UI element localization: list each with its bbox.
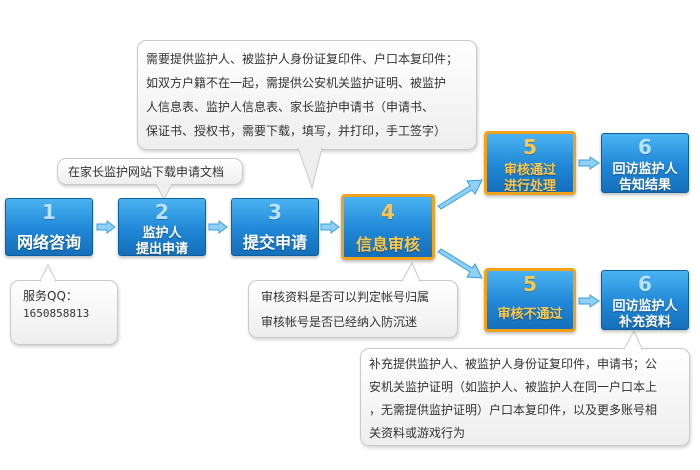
step-6a-label-line-2: 告知结果 <box>618 178 671 193</box>
service-qq-number: 1650858813 <box>23 307 90 320</box>
step-6a-label-line-1: 回访监护人 <box>612 162 678 177</box>
step-6-notify-result: 6 回访监护人 告知结果 <box>601 133 689 193</box>
step-1-number: 1 <box>42 200 56 224</box>
supplement-line-2: 安机关监护证明（如监护人、被监护人在同一户口本上 <box>369 380 658 394</box>
requirements-line-1: 需要提供监护人、被监护人身份证复印件、户口本复印件； <box>146 52 459 66</box>
requirements-note: 需要提供监护人、被监护人身份证复印件、户口本复印件； 如双方户籍不在一起，需提供… <box>137 40 477 150</box>
step-1-online-consult: 1 网络咨询 <box>5 198 93 256</box>
step-4-info-review: 4 信息审核 <box>341 194 435 260</box>
step-4-number: 4 <box>381 200 395 224</box>
service-qq-label: 服务QQ： <box>23 289 78 303</box>
step-6b-label-line-2: 补充资料 <box>618 315 671 330</box>
step-5a-label-line-1: 审核通过 <box>503 163 556 178</box>
supplement-note: 补充提供监护人、被监护人身份证复印件，申请书；公 安机关监护证明（如监护人、被监… <box>360 348 690 446</box>
arrow-1-to-2-icon <box>96 220 116 234</box>
requirements-line-2: 如双方户籍不在一起，需提供公安机关监护证明、被监护 <box>146 76 447 90</box>
review-criteria-note-tail <box>401 262 421 282</box>
step-5-rejected: 5 审核不通过 <box>484 268 576 332</box>
step-6b-label-line-1: 回访监护人 <box>612 299 678 314</box>
supplement-line-1: 补充提供监护人、被监护人身份证复印件，申请书；公 <box>369 357 658 371</box>
arrow-2-to-3-icon <box>208 220 228 234</box>
supplement-note-tail <box>623 330 643 350</box>
step-5-approved: 5 审核通过 进行处理 <box>484 131 576 195</box>
requirements-note-tail <box>297 148 323 190</box>
review-criteria-note: 审核资料是否可以判定帐号归属 审核帐号是否已经纳入防沉迷 <box>248 280 458 338</box>
supplement-line-3: ，无需提供监护证明）户口本复印件，以及更多账号相 <box>369 403 658 417</box>
arrow-4-to-approved-icon <box>436 174 486 210</box>
step-5a-label-line-2: 进行处理 <box>503 179 556 194</box>
step-6b-number: 6 <box>638 272 652 296</box>
step-5a-number: 5 <box>523 135 537 159</box>
step-3-submit: 3 提交申请 <box>231 198 319 256</box>
step-5b-number: 5 <box>523 272 537 296</box>
download-note: 在家长监护网站下载申请文档 <box>57 158 243 185</box>
download-note-text: 在家长监护网站下载申请文档 <box>68 165 225 179</box>
step-6-supplement: 6 回访监护人 补充资料 <box>601 270 689 330</box>
step-3-number: 3 <box>268 200 282 224</box>
step-3-label: 提交申请 <box>242 233 307 252</box>
step-2-number: 2 <box>155 200 169 224</box>
service-qq-note: 服务QQ： 1650858813 <box>10 280 118 345</box>
step-2-label-line-1: 监护人 <box>142 226 182 241</box>
requirements-line-3: 人信息表、监护人信息表、家长监护申请书（申请书、 <box>146 100 435 114</box>
step-6a-number: 6 <box>638 135 652 159</box>
arrow-4-to-rejected-icon <box>436 248 486 284</box>
step-2-guardian-apply: 2 监护人 提出申请 <box>118 198 206 256</box>
download-note-tail <box>155 184 173 202</box>
service-qq-note-tail <box>39 264 57 282</box>
arrow-5-to-6-approved-icon <box>578 156 600 170</box>
review-line-1: 审核资料是否可以判定帐号归属 <box>261 290 430 304</box>
step-1-label: 网络咨询 <box>16 233 81 252</box>
supplement-line-4: 关资料或游戏行为 <box>369 426 466 440</box>
step-2-label-line-2: 提出申请 <box>135 242 188 256</box>
requirements-line-4: 保证书、授权书，需要下载，填写，并打印，手工签字） <box>146 124 447 138</box>
step-4-label: 信息审核 <box>355 235 420 254</box>
step-5b-label: 审核不通过 <box>497 307 563 322</box>
arrow-5-to-6-rejected-icon <box>578 294 600 308</box>
review-line-2: 审核帐号是否已经纳入防沉迷 <box>261 315 418 329</box>
arrow-3-to-4-icon <box>320 220 340 234</box>
